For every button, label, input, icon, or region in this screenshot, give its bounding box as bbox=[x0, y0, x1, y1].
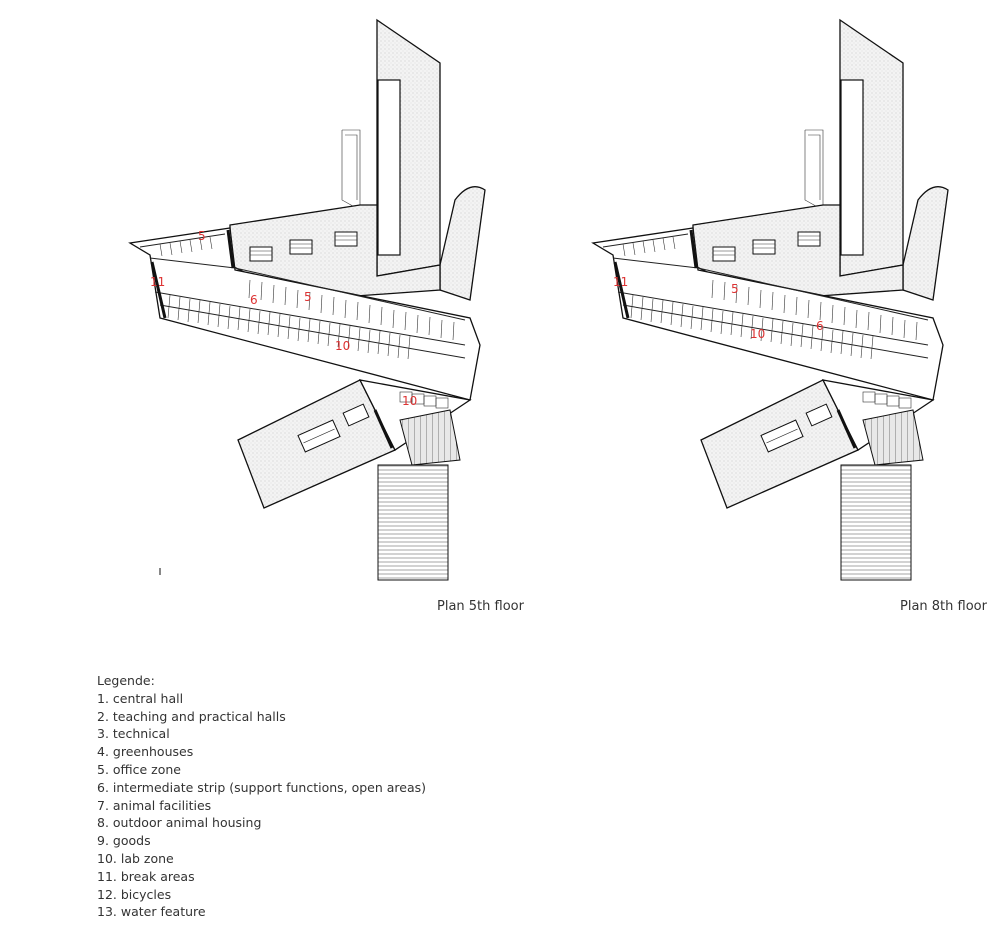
room-label: 5 bbox=[304, 290, 312, 304]
plan-8th-labels: 11 5 10 6 bbox=[613, 275, 824, 341]
legend-item: 10. lab zone bbox=[97, 850, 174, 866]
legend-item: 2. teaching and practical halls bbox=[97, 708, 286, 724]
legend-item: 7. animal facilities bbox=[97, 797, 212, 813]
legend-item: 9. goods bbox=[97, 833, 151, 849]
legend-item: 5. office zone bbox=[97, 761, 181, 777]
plan-5th-labels: 5 11 6 5 10 10 bbox=[150, 229, 417, 408]
plan-8th-floor-caption: Plan 8th floor bbox=[900, 599, 987, 614]
room-label: 6 bbox=[816, 319, 824, 333]
room-label: 6 bbox=[250, 293, 258, 307]
plan-5th-floor bbox=[128, 18, 487, 582]
room-label: 10 bbox=[750, 327, 765, 341]
legend-item: 12. bicycles bbox=[97, 886, 172, 902]
legend-item: 6. intermediate strip (support functions… bbox=[97, 779, 427, 795]
legend-title: Legende: bbox=[97, 673, 155, 688]
legend-item: 3. technical bbox=[97, 726, 170, 742]
legend-item: 4. greenhouses bbox=[97, 744, 194, 760]
room-label: 5 bbox=[731, 282, 739, 296]
legend-item: 8. outdoor animal housing bbox=[97, 815, 262, 831]
room-label: 11 bbox=[613, 275, 628, 289]
legend-list: 1. central hall 2. teaching and practica… bbox=[97, 690, 426, 921]
legend-item: 13. water feature bbox=[97, 904, 206, 920]
legend-item: 11. break areas bbox=[97, 868, 195, 884]
floor-plans-drawing: 5 11 6 5 10 10 11 5 10 6 bbox=[128, 18, 950, 582]
room-label: 10 bbox=[335, 339, 350, 353]
room-label: 10 bbox=[402, 394, 417, 408]
plan-5th-floor-caption: Plan 5th floor bbox=[437, 599, 524, 614]
room-label: 11 bbox=[150, 275, 165, 289]
legend: Legende: 1. central hall 2. teaching and… bbox=[97, 672, 426, 921]
plan-8th-floor bbox=[591, 18, 950, 582]
room-label: 5 bbox=[198, 229, 206, 243]
legend-item: 1. central hall bbox=[97, 690, 184, 706]
